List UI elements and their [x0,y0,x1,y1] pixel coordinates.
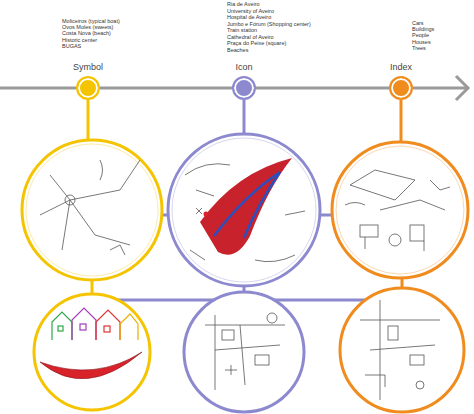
category-circle: Index [389,76,413,100]
category-heading: Icon [235,62,252,72]
list-item: People [412,32,429,38]
list-item: Trees [412,45,426,51]
list-item: Cathedral of Aveiro [227,34,274,40]
list-item: Buildings [412,26,434,32]
timeline-segment [256,87,389,90]
category-heading: Symbol [73,62,103,72]
list-item: Houses [412,39,431,45]
list-item: Train station [227,27,257,33]
list-item: Moliceiros (typical boat) [62,18,120,24]
list-item: Jumbo e Fórum (Shopping center) [227,21,311,27]
list-item: Beaches [227,47,248,53]
list-item: Cars [412,20,424,26]
list-item: Praça do Peixe (square) [227,40,286,46]
category-heading: Index [390,62,412,72]
list-item: Hospital de Aveiro [227,14,271,20]
list-item: Historic center [62,37,97,43]
list-item: Ovos Moles (sweets) [62,24,113,30]
list-item: Ria de Aveiro [227,1,260,7]
list-item: University of Aveiro [227,8,274,14]
timeline-segment [100,87,232,90]
list-item: BUGAS [62,43,81,49]
category-circle: Symbol [76,76,100,100]
list-item: Costa Nova (beach) [62,30,111,36]
category-circle: Icon [232,76,256,100]
